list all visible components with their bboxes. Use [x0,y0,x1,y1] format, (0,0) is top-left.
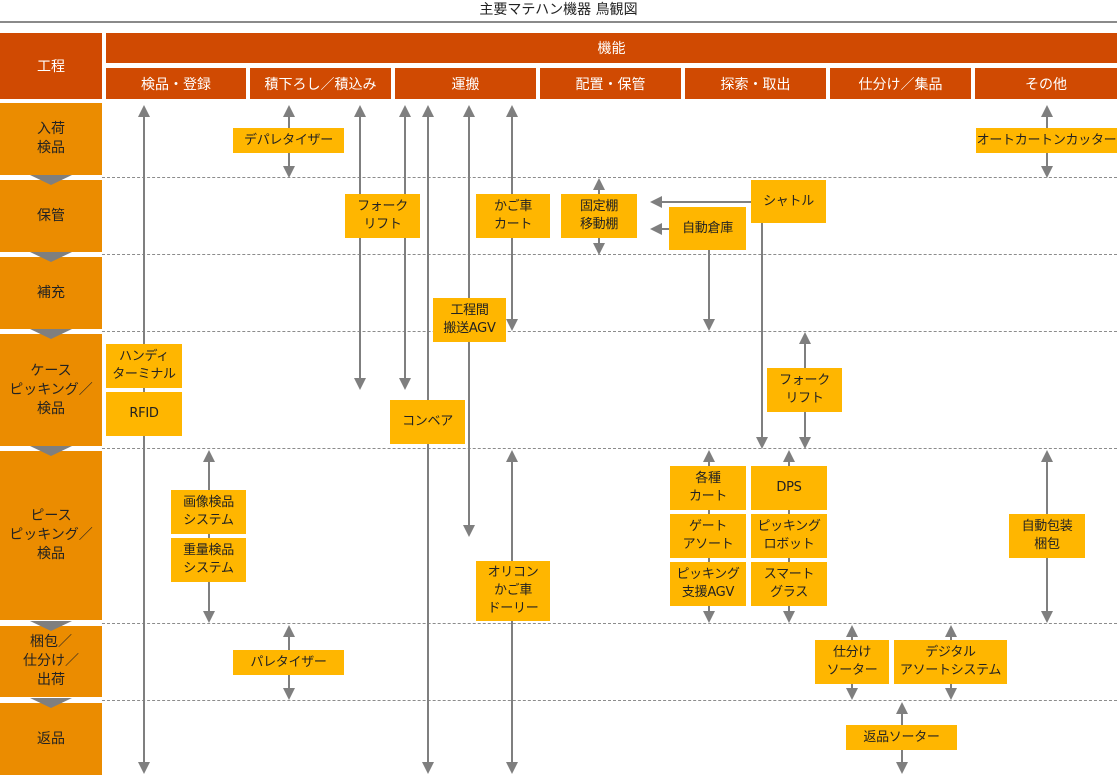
chevron-down-icon [30,621,72,631]
equipment-weight-inspection: 重量検品 システム [171,538,246,582]
equipment-auto-carton-cutter: オートカートンカッター [976,128,1117,153]
row-divider [102,448,1117,449]
equipment-picking-agv: ピッキング 支援AGV [670,562,746,606]
chevron-down-icon [30,175,72,185]
equipment-cage-cart: かご車 カート [476,194,550,238]
equipment-forklift-2: フォーク リフト [767,368,842,412]
row-divider [102,623,1117,624]
chevron-down-icon [30,252,72,262]
function-header: 機能 [106,33,1117,63]
equipment-return-sorter: 返品ソーター [846,725,957,750]
equipment-picking-robot: ピッキング ロボット [751,514,827,558]
equipment-gate-assort: ゲート アソート [670,514,746,558]
row-divider [102,254,1117,255]
equipment-rfid: RFID [106,392,182,436]
equipment-auto-packaging: 自動包装 梱包 [1009,514,1085,558]
equipment-digital-assort: デジタル アソートシステム [894,640,1007,684]
chevron-down-icon [30,698,72,708]
column-header-sorting: 仕分け／集品 [830,68,971,99]
row-header-shipping: 梱包／ 仕分け／ 出荷 [0,626,102,697]
equipment-conveyor: コンベア [390,400,465,444]
row-header-replenish: 補充 [0,257,102,329]
column-header-loading: 積下ろし／積込み [250,68,391,99]
equipment-sorting-sorter: 仕分け ソーター [815,640,889,684]
diagram-title: 主要マテハン機器 鳥観図 [479,2,638,18]
row-header-piece-picking: ピース ピッキング／ 検品 [0,451,102,620]
column-header-transport: 運搬 [395,68,536,99]
equipment-palletizer: パレタイザー [233,650,344,675]
chevron-down-icon [30,446,72,456]
column-header-retrieval: 探索・取出 [685,68,826,99]
equipment-handy-terminal: ハンディ ターミナル [106,344,182,388]
equipment-forklift: フォーク リフト [345,194,420,238]
equipment-auto-warehouse: 自動倉庫 [669,207,746,250]
column-header-storage: 配置・保管 [540,68,681,99]
row-header-storage: 保管 [0,180,102,252]
row-header-case-picking: ケース ピッキング／ 検品 [0,334,102,446]
equipment-dps: DPS [751,466,827,510]
row-divider [102,331,1117,332]
process-header: 工程 [0,33,102,99]
equipment-oricon-dolly: オリコン かご車 ドーリー [476,561,550,621]
equipment-smart-glass: スマート グラス [751,562,827,606]
equipment-shuttle: シャトル [751,180,826,223]
title-divider [0,21,1117,23]
row-header-receiving: 入荷 検品 [0,103,102,175]
row-header-returns: 返品 [0,703,102,775]
equipment-fixed-mobile-rack: 固定棚 移動棚 [561,194,637,238]
equipment-various-carts: 各種 カート [670,466,746,510]
equipment-image-inspection: 画像検品 システム [171,490,246,534]
row-divider [102,700,1117,701]
chevron-down-icon [30,329,72,339]
row-divider [102,177,1117,178]
column-header-other: その他 [975,68,1117,99]
equipment-depalletizer: デパレタイザー [233,128,344,153]
equipment-interprocess-agv: 工程間 搬送AGV [433,298,506,342]
column-header-inspection: 検品・登録 [106,68,246,99]
